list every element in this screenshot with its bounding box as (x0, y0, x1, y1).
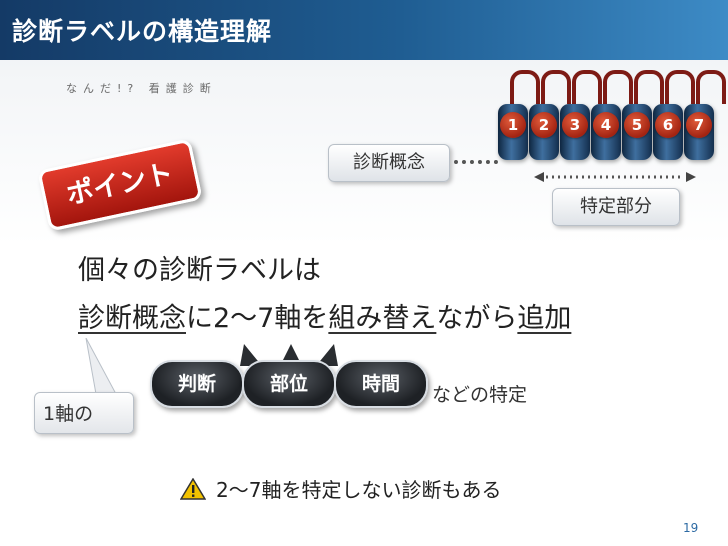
dotted-connector (454, 160, 498, 166)
ring-arc-icon (603, 70, 633, 104)
ring-number: 7 (686, 112, 712, 138)
slide-title: 診断ラベルの構造理解 (12, 17, 273, 46)
title-bar: 診断ラベルの構造理解 (0, 0, 728, 60)
ring-number: 5 (624, 112, 650, 138)
ring-arc-icon (696, 70, 726, 104)
axis-pill-judgment: 判断 (150, 360, 244, 408)
underlined-term: 追加 (517, 303, 572, 334)
subtitle: なんだ!? 看護診断 (66, 82, 217, 95)
axis-pill-site: 部位 (242, 360, 336, 408)
main-text-line1: 個々の診断ラベルは (78, 255, 321, 286)
text-span: に2〜7軸を (186, 303, 329, 334)
ring-number: 3 (562, 112, 588, 138)
callout-tail (85, 338, 117, 395)
text-span: ながら (436, 303, 518, 334)
range-arrow-icon (534, 172, 696, 182)
underlined-term: 組み替え (328, 303, 437, 334)
axis-pill-time: 時間 (334, 360, 428, 408)
ring-arc-icon (572, 70, 602, 104)
ring-binder-diagram: 1 2 3 4 5 6 7 (492, 60, 726, 180)
axis-pills: 判断 部位 時間 (150, 344, 430, 414)
ring-arc-icon (634, 70, 664, 104)
ring-number: 4 (593, 112, 619, 138)
underlined-term: 診断概念 (78, 303, 186, 334)
callout-box: 1軸の (34, 392, 134, 434)
warning-row: 2〜7軸を特定しない診断もある (180, 474, 501, 503)
ring-arc-icon (665, 70, 695, 104)
ring-arc-icon (541, 70, 571, 104)
ring-arc-icon (510, 70, 540, 104)
concept-label-box: 診断概念 (328, 144, 450, 182)
ring-number: 1 (500, 112, 526, 138)
specific-label-box: 特定部分 (552, 188, 680, 226)
main-text-line2: 診断概念に2〜7軸を組み替えながら追加 (78, 296, 571, 335)
ring-number: 2 (531, 112, 557, 138)
warning-text: 2〜7軸を特定しない診断もある (216, 478, 502, 502)
page-number: 19 (683, 521, 699, 535)
ring-number: 6 (655, 112, 681, 138)
etc-text: などの特定 (432, 384, 528, 406)
warning-icon (180, 477, 206, 500)
point-stamp: ポイント (37, 138, 203, 232)
